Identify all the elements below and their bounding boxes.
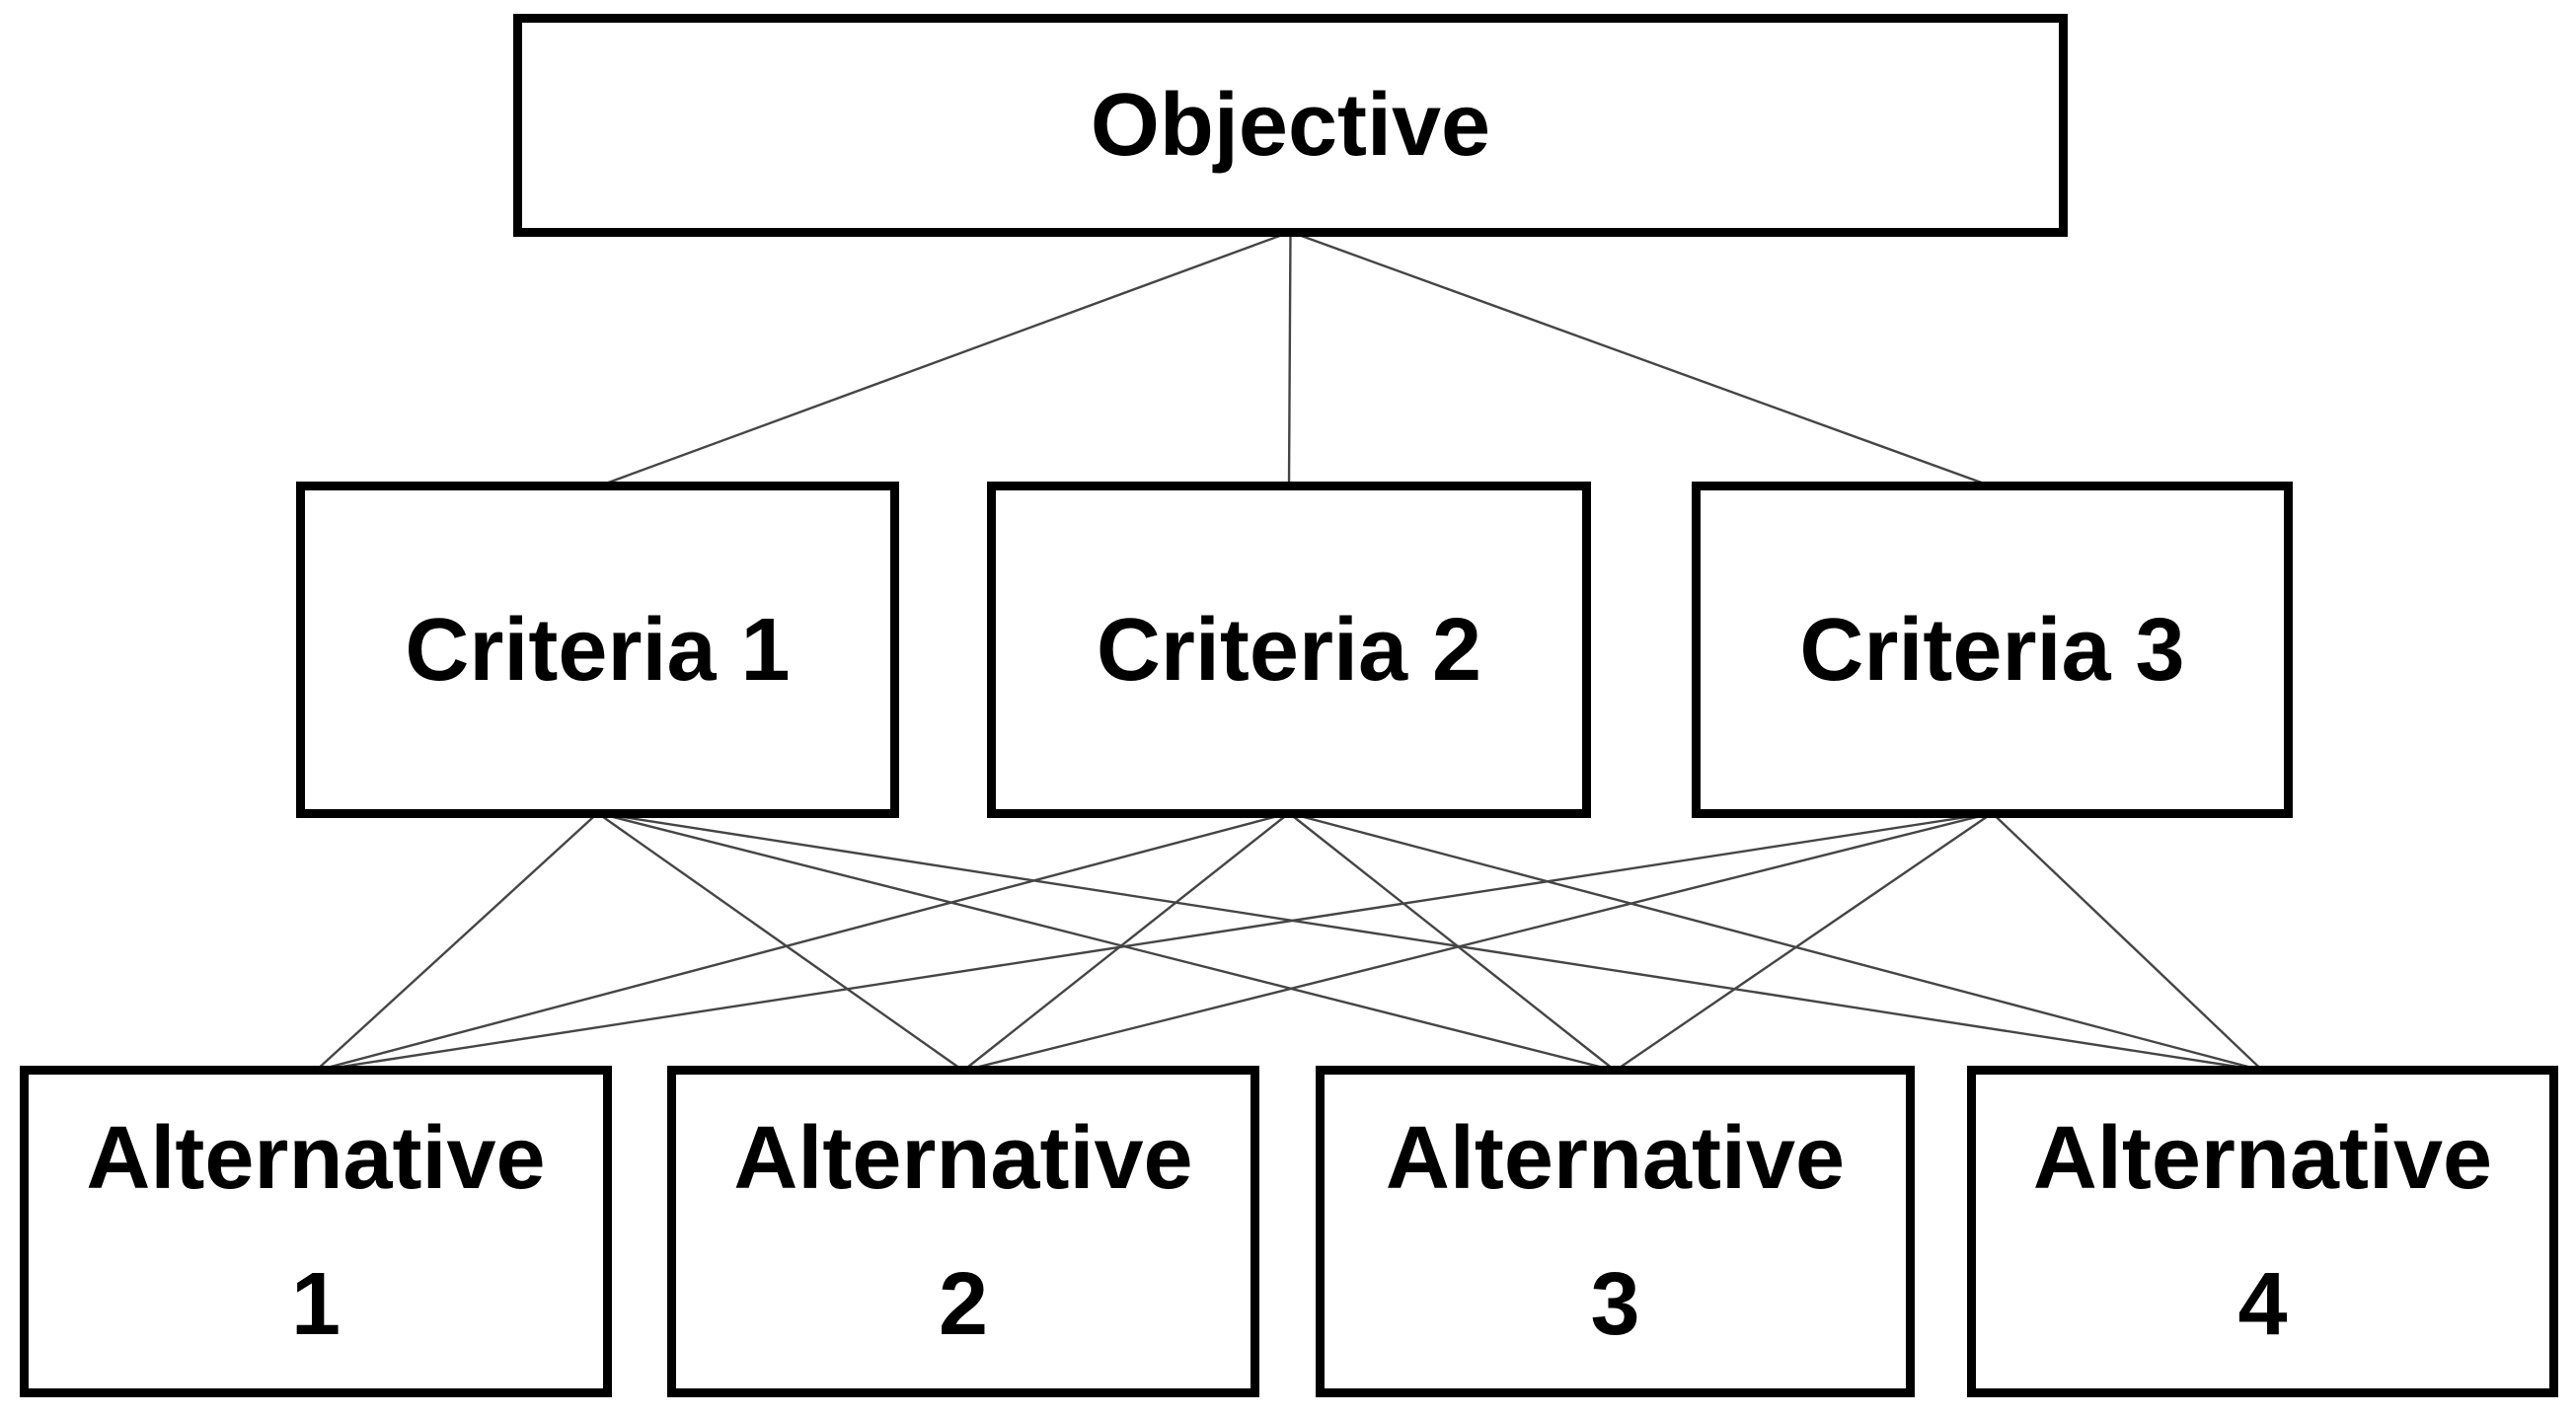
node-alternative-1: Alternative 1 (20, 1066, 612, 1397)
edge-c2-a1 (315, 811, 1290, 1073)
node-alternative-2-label-line2: 2 (938, 1255, 989, 1354)
node-criteria-2: Criteria 2 (987, 482, 1591, 818)
node-criteria-1: Criteria 1 (296, 482, 899, 818)
node-alternative-3: Alternative 3 (1316, 1066, 1915, 1397)
edge-c2-a3 (1288, 812, 1617, 1072)
node-alternative-1-label-line1: Alternative (86, 1108, 546, 1208)
node-criteria-2-label: Criteria 2 (1096, 600, 1482, 700)
node-objective-label: Objective (1090, 76, 1491, 175)
edge-objective-c1 (597, 230, 1291, 488)
edge-objective-c2 (1287, 231, 1292, 487)
node-alternative-4-label-line2: 4 (2237, 1255, 2288, 1354)
edge-c3-a4 (1991, 812, 2264, 1072)
edge-objective-c3 (1290, 230, 1993, 488)
node-criteria-3-label: Criteria 3 (1799, 600, 2185, 700)
node-alternative-4: Alternative 4 (1967, 1066, 2558, 1397)
edge-c3-a2 (962, 811, 1993, 1073)
node-alternative-3-label-line2: 3 (1590, 1255, 1640, 1354)
edge-c3-a1 (315, 811, 1993, 1073)
node-alternative-3-label-line1: Alternative (1385, 1108, 1846, 1208)
edge-c1-a4 (597, 811, 2263, 1073)
edge-c3-a3 (1614, 812, 1994, 1072)
edge-c2-a2 (962, 812, 1290, 1072)
node-alternative-2-label-line1: Alternative (733, 1108, 1193, 1208)
node-criteria-3: Criteria 3 (1692, 482, 2293, 818)
edge-c2-a4 (1288, 811, 2263, 1073)
node-alternative-4-label-line1: Alternative (2032, 1108, 2493, 1208)
node-alternative-2: Alternative 2 (667, 1066, 1259, 1397)
edge-c1-a3 (597, 811, 1616, 1073)
node-alternative-1-label-line2: 1 (290, 1255, 341, 1354)
node-objective: Objective (513, 14, 2068, 237)
node-criteria-1-label: Criteria 1 (405, 600, 791, 700)
edge-c1-a1 (315, 812, 599, 1072)
edge-c1-a2 (596, 812, 964, 1072)
